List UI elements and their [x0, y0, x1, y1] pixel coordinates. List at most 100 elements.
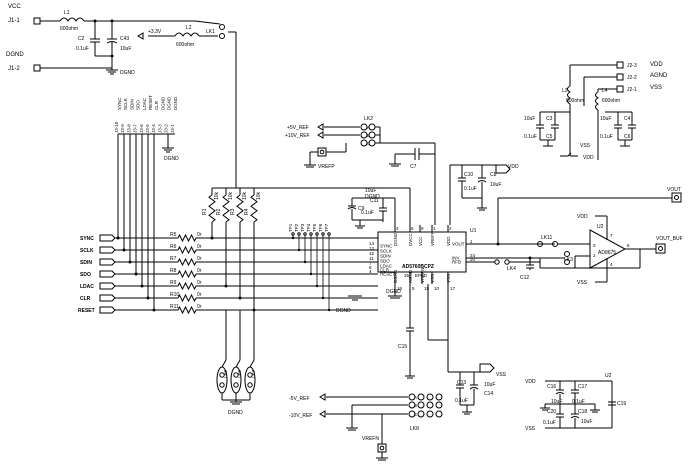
lk2-pin-b[interactable] [360, 131, 368, 139]
u1-bottom-pin-name: VSS [446, 274, 451, 283]
svg-text:LK11: LK11 [541, 235, 553, 241]
u1-top-pin-name: VDD [446, 236, 451, 246]
svg-text:0.1uF: 0.1uF [361, 210, 374, 216]
series-resistor [177, 245, 197, 255]
lk3-pin-a[interactable] [564, 251, 570, 257]
lk3-pin-b[interactable] [564, 259, 570, 265]
u1-right-pin-name: VOUT [452, 242, 465, 247]
u1-pin-name: SDO [380, 259, 390, 264]
svg-text:3: 3 [593, 243, 596, 248]
test-point[interactable] [315, 232, 319, 236]
svg-text:VDD: VDD [650, 62, 663, 68]
lk1-pin-b[interactable] [219, 33, 225, 39]
svg-text:C: C [367, 141, 371, 146]
svg-text:VREFP: VREFP [318, 164, 335, 170]
vrefp-terminal[interactable] [317, 147, 327, 157]
svg-text:C18: C18 [578, 409, 587, 415]
svg-text:10uF: 10uF [524, 116, 535, 122]
u1-bottom-pin-name: AGND [408, 269, 413, 283]
svg-text:C3: C3 [546, 116, 553, 122]
lk11-pin-a[interactable] [537, 241, 543, 247]
vout-terminal[interactable] [671, 192, 682, 203]
test-point[interactable] [303, 232, 307, 236]
pullup-resistor [222, 194, 230, 223]
svg-text:7: 7 [610, 233, 613, 238]
svg-text:25: 25 [404, 273, 410, 278]
test-point[interactable] [309, 232, 313, 236]
u1-bottom-pin-number: 18 [424, 286, 430, 291]
svg-text:C10: C10 [464, 172, 473, 178]
svg-text:VSS: VSS [577, 280, 588, 286]
u2-supply-decoupling: U2 VDD VSS C19 C16 C17 10uF 0.1uF C20 C1… [525, 373, 626, 432]
power-input-section: VCC J1-1 L1 600ohm C2 0.1uF C43 10uF DGN… [6, 4, 237, 188]
j2-2-terminal[interactable] [616, 73, 624, 81]
series-resistor [177, 233, 197, 243]
l4-inductor [595, 91, 599, 111]
j2-3-terminal[interactable] [616, 61, 624, 69]
resistor-value: 0r [197, 292, 202, 298]
j3-signal-label: DGND [160, 96, 165, 110]
pullup-ref: R3 [230, 208, 236, 215]
lk1-pin-a[interactable] [219, 24, 225, 30]
u1-pin-name: CLR [380, 268, 390, 273]
svg-text:DGND: DGND [120, 70, 135, 76]
vrefn-terminal[interactable] [377, 443, 387, 453]
u1-pin-number: 6 [369, 265, 372, 270]
svg-text:DGND: DGND [228, 410, 243, 416]
svg-text:C4: C4 [624, 116, 631, 122]
j3-pin-label: J3-7 [133, 124, 138, 133]
u1-pin-number: 7 [369, 261, 372, 266]
svg-text:U1: U1 [470, 228, 477, 234]
lk2-reference-select: +5V_REF +10V_REF LK2 A B C VREFP [285, 116, 436, 225]
svg-text:10uF: 10uF [551, 399, 562, 405]
reset-label: RESET [78, 308, 95, 314]
svg-text:C12: C12 [520, 275, 529, 281]
svg-text:600ohm: 600ohm [566, 98, 584, 104]
svg-text:B: B [367, 133, 370, 138]
svg-text:600ohm: 600ohm [60, 26, 78, 32]
lk2-pin-c[interactable] [360, 139, 368, 147]
resistor-ref: R6 [170, 244, 177, 250]
lk2-pin-a[interactable] [360, 123, 368, 131]
lk8-pin-b[interactable] [408, 401, 416, 409]
u1-pin-number: 12 [369, 251, 375, 256]
test-point-label: TP5 [312, 223, 317, 232]
svg-text:C6: C6 [624, 134, 631, 140]
lk4-pin-b[interactable] [504, 259, 510, 265]
svg-text:10uF: 10uF [120, 46, 131, 52]
series-resistor [177, 305, 197, 315]
vout-buf-terminal[interactable] [655, 243, 666, 254]
test-point[interactable] [297, 232, 301, 236]
lk8-reference-select: -5V_REF -10V_REF A B C LK8 VREFN [289, 393, 443, 461]
j1-2-terminal[interactable] [33, 64, 41, 72]
lk11-pin-b[interactable] [552, 241, 558, 247]
j1-1-terminal[interactable] [33, 17, 41, 25]
svg-text:L3: L3 [562, 88, 568, 94]
svg-text:+5V_REF: +5V_REF [287, 125, 309, 131]
test-point[interactable] [321, 232, 325, 236]
j2-1-terminal[interactable] [616, 85, 624, 93]
signal-port [99, 306, 116, 314]
lk8-pin-c[interactable] [408, 410, 416, 418]
test-point-label: TP1 [288, 223, 293, 232]
svg-text:0.1uF: 0.1uF [76, 46, 89, 52]
j3-pin-label: J3-6 [139, 124, 144, 133]
u1-right-pin-name: RFB [452, 260, 461, 265]
svg-text:L2: L2 [186, 25, 192, 31]
svg-text:LK4: LK4 [507, 266, 516, 272]
svg-text:C14: C14 [484, 391, 493, 397]
vcc-label: VCC [8, 4, 21, 10]
svg-text:10uF: 10uF [484, 382, 495, 388]
links-lk5-lk7: LK5 LK6 LK7 DGND [216, 366, 256, 416]
test-point[interactable] [291, 232, 295, 236]
svg-text:J2-3: J2-3 [627, 63, 637, 69]
ldac-label: LDAC [80, 284, 94, 290]
j3-pin-label: J3-4 [151, 124, 156, 133]
j1-1-label: J1-1 [8, 18, 20, 24]
test-point[interactable] [327, 232, 331, 236]
lk4-pin-a[interactable] [494, 259, 500, 265]
lk8-pin-a[interactable] [408, 393, 416, 401]
